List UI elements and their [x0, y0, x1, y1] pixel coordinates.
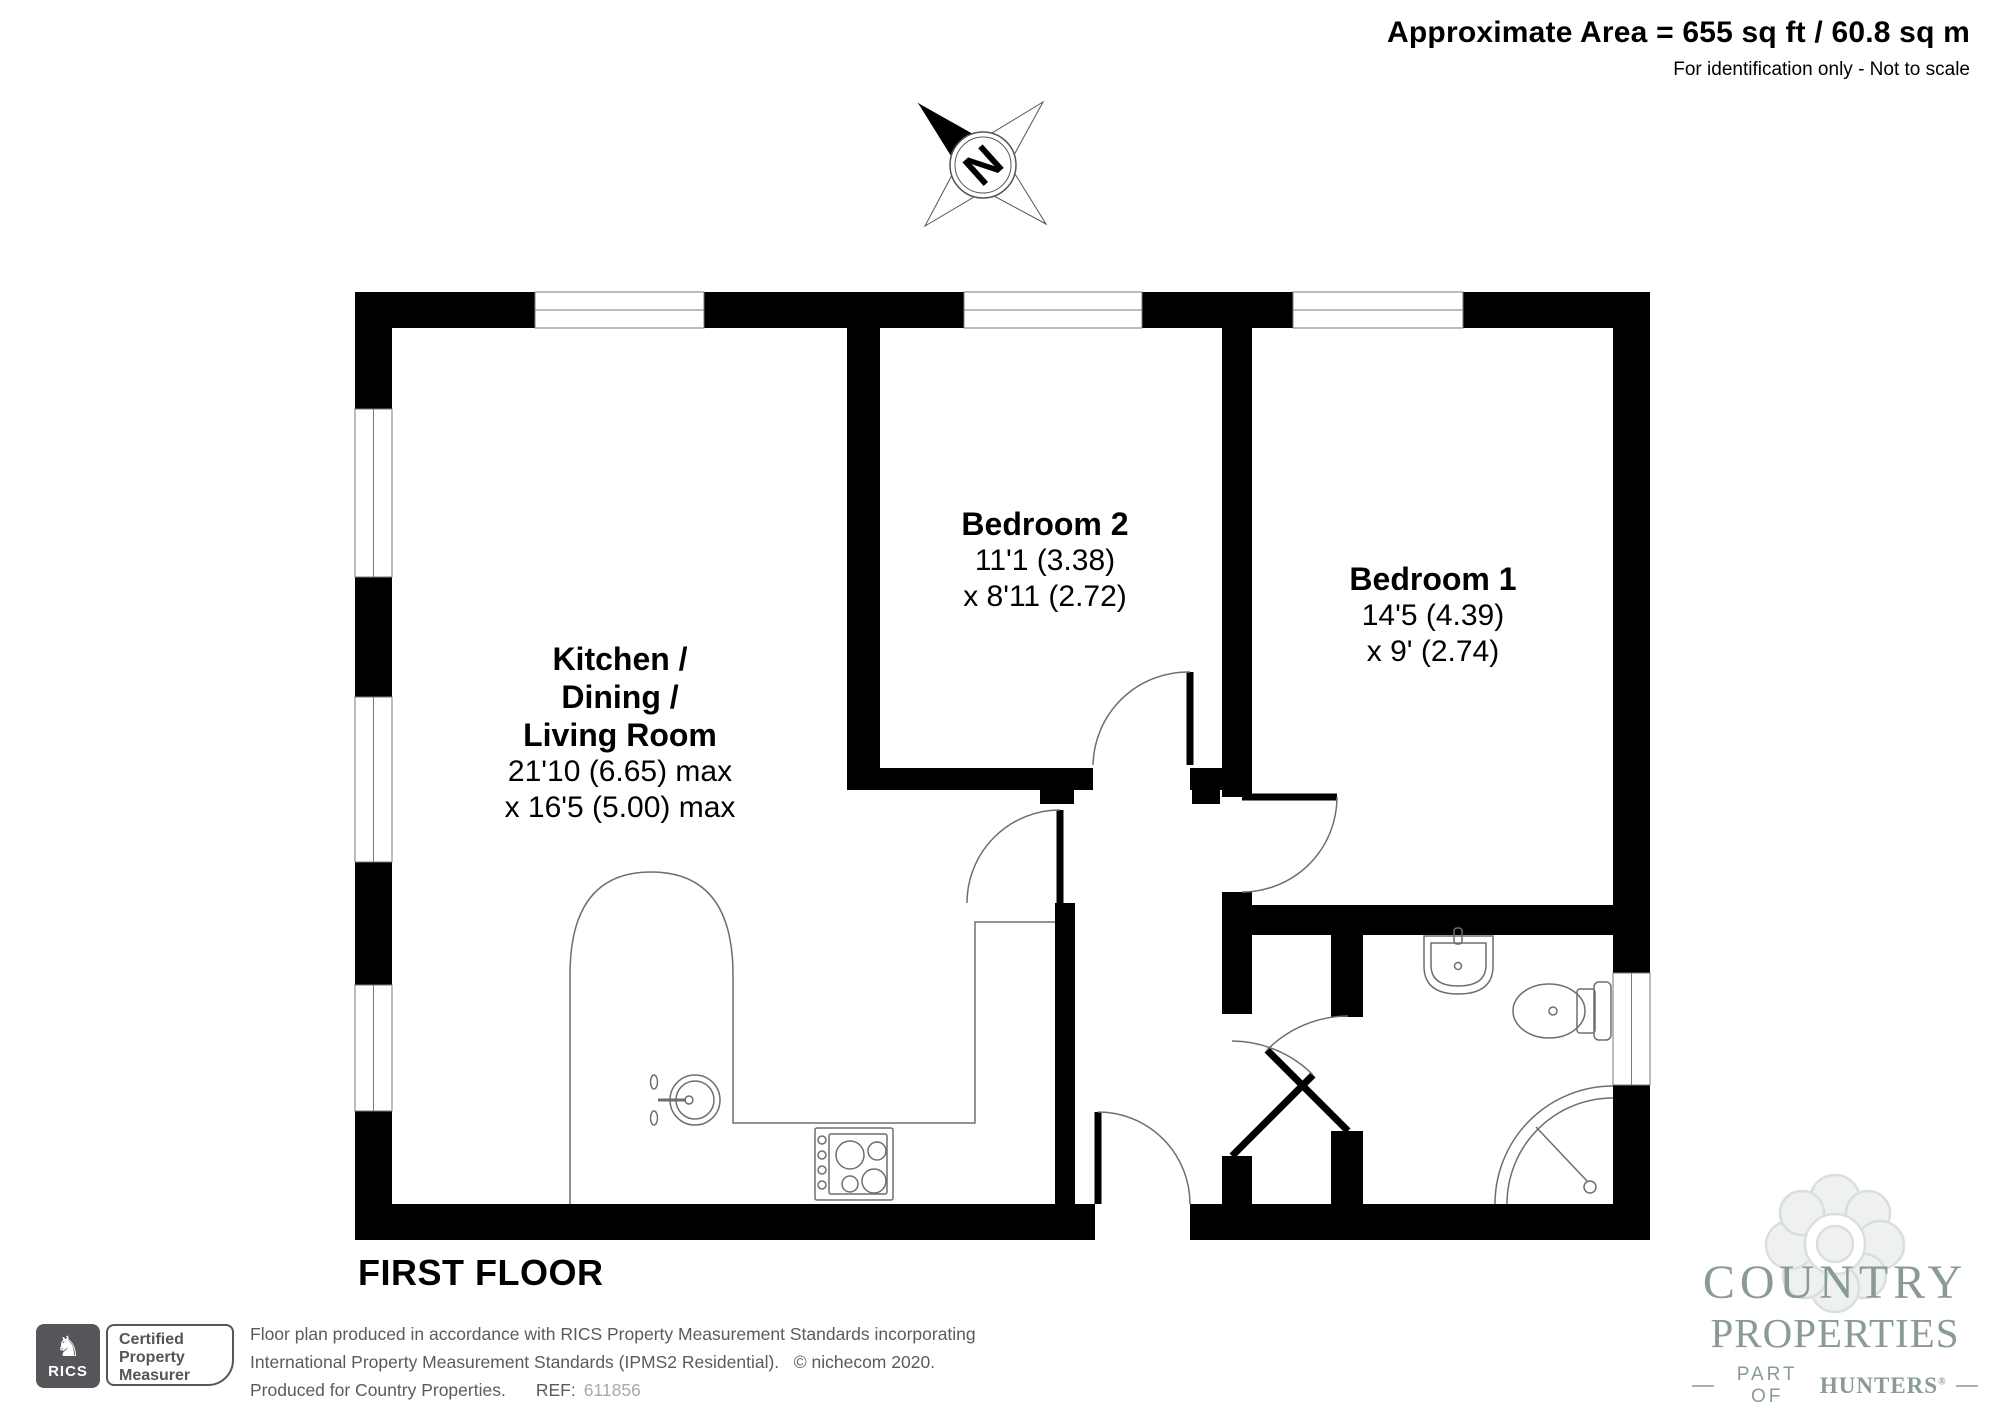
brand-name-line1: COUNTRY: [1702, 1256, 1968, 1309]
interior-walls: [847, 328, 1613, 1204]
room-label-bedroom-2: Bedroom 2 11'1 (3.38) x 8'11 (2.72): [961, 506, 1129, 613]
room-label-kitchen-dining-living: Kitchen / Dining / Living Room 21'10 (6.…: [504, 641, 736, 824]
bathroom-sink-icon: [1423, 927, 1494, 995]
window-left-3: [354, 984, 393, 1112]
doors: [966, 671, 1351, 1205]
door-lobby: [1229, 1040, 1316, 1159]
bathroom-fittings: [1423, 927, 1614, 1205]
exterior-walls: [355, 292, 1650, 1240]
room-label-bedroom-1: Bedroom 1 14'5 (4.39) x 9' (2.74): [1349, 561, 1517, 668]
kitchen-counter: [569, 871, 1055, 1204]
registered-mark: ®: [1938, 1376, 1947, 1388]
door-bedroom1: [1241, 793, 1338, 893]
kitchen-sink-icon: [649, 1074, 721, 1126]
disclaimer-line-1: Floor plan produced in accordance with R…: [250, 1324, 976, 1344]
part-of-text: PART OF: [1736, 1364, 1798, 1407]
dash-right: [1955, 1385, 1979, 1387]
door-entrance: [1094, 1111, 1191, 1205]
ref-number: 611856: [583, 1380, 641, 1400]
compass-rose-icon: N: [917, 100, 1048, 228]
shower-icon: [1494, 1085, 1614, 1205]
door-bedroom2: [1092, 671, 1194, 766]
brand-name-line2: PROPERTIES: [1710, 1310, 1960, 1356]
window-left-1: [354, 408, 393, 578]
window-left-2: [354, 696, 393, 863]
area-block: Approximate Area = 655 sq ft / 60.8 sq m…: [1387, 16, 1970, 81]
toilet-icon: [1512, 981, 1612, 1041]
brand-part-of-row: PART OF HUNTERS®: [1692, 1364, 1979, 1408]
rics-logo: ♞ RICS: [36, 1324, 100, 1388]
disclaimer-line-3: Produced for Country Properties.REF:6118…: [250, 1380, 641, 1400]
disclaimer-block: Floor plan produced in accordance with R…: [250, 1320, 976, 1404]
network-name: HUNTERS®: [1819, 1373, 1947, 1398]
floor-title: FIRST FLOOR: [358, 1252, 604, 1293]
certified-property-measurer-badge: Certified Property Measurer: [106, 1324, 234, 1386]
dash-left: [1692, 1385, 1715, 1387]
disclaimer-line-2: International Property Measurement Stand…: [250, 1352, 936, 1372]
door-bathroom: [1264, 1015, 1351, 1134]
window-top-3: [1292, 291, 1464, 329]
rose-emblem-icon: [1764, 1173, 1906, 1314]
hob-icon: [814, 1127, 894, 1201]
window-top-1: [534, 291, 705, 329]
window-top-2: [963, 291, 1143, 329]
door-kitchen-hall: [966, 809, 1064, 904]
kitchen-fittings: [569, 871, 1055, 1204]
window-right-bathroom: [1612, 972, 1651, 1086]
rics-lion-icon: ♞: [55, 1330, 81, 1362]
country-properties-logo: COUNTRY PROPERTIES PART OF HUNTERS®: [1692, 1160, 1979, 1408]
identification-text: For identification only - Not to scale: [1673, 59, 1970, 80]
ref-label: REF:: [535, 1380, 576, 1400]
windows: [354, 291, 1651, 1112]
approximate-area-text: Approximate Area = 655 sq ft / 60.8 sq m: [1387, 16, 1970, 49]
